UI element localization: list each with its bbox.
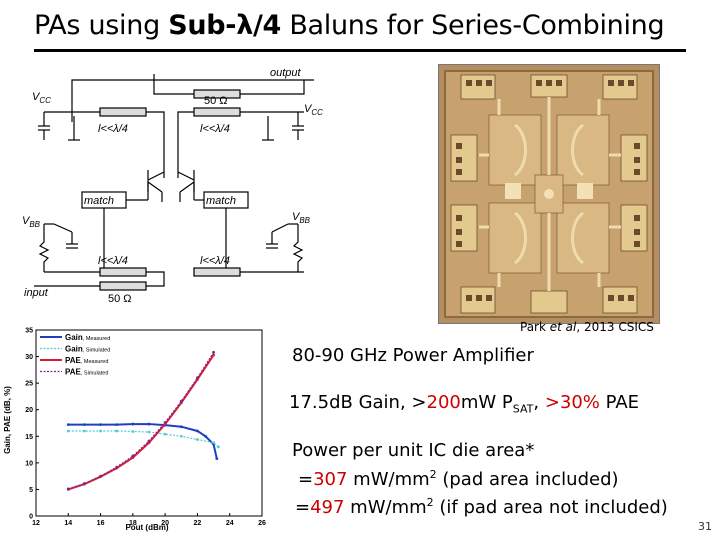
spec-line-gain: 17.5dB Gain, >200mW PSAT, >30% PAE <box>289 392 640 416</box>
y-tick-label: 35 <box>25 328 33 335</box>
chart-frame <box>35 329 263 517</box>
vbb-label-right: VBB <box>292 211 311 225</box>
balun-schematic: output VCC VCC 50 Ω l<<λ/4 l<<λ/4 match … <box>22 67 323 305</box>
series-point-0 <box>99 423 102 426</box>
tline-upper-left <box>99 107 147 117</box>
x-tick-label: 24 <box>226 520 234 527</box>
gain-pae-chart: 12 14 16 18 20 22 24 26 0 5 10 15 20 25 30 35 Gain, Mea… <box>3 328 266 533</box>
bias-resistor-right <box>292 232 304 272</box>
legend-label-3: PAE, Simulated <box>65 368 108 377</box>
series-point-3 <box>179 399 183 403</box>
legend-label-0: Gain, Measured <box>65 333 110 342</box>
vcc-label-right: VCC <box>304 103 323 117</box>
series-point-1 <box>212 441 215 445</box>
series-point-0 <box>147 422 151 426</box>
tline-lower-left <box>99 267 147 277</box>
title-underline <box>34 49 686 52</box>
series-point-1 <box>66 429 70 433</box>
x-tick-label: 14 <box>64 520 72 527</box>
y-tick-label: 15 <box>25 434 33 441</box>
series-point-3 <box>83 482 86 485</box>
x-tick-label: 12 <box>32 520 40 527</box>
series-point-0 <box>66 423 70 426</box>
match-label-right: match <box>206 195 236 207</box>
series-point-3 <box>115 465 119 469</box>
legend-label-1: Gain, Simulated <box>65 345 110 354</box>
chip-micrograph <box>438 64 660 324</box>
series-point-0 <box>196 429 199 433</box>
series-point-1 <box>83 429 86 433</box>
resistor-50-input <box>99 281 147 291</box>
tline-label-ul: l<<λ/4 <box>98 123 128 135</box>
spec-line-density-heading: Power per unit IC die area* <box>292 440 535 461</box>
bias-resistor-left <box>38 232 50 272</box>
series-point-1 <box>217 445 220 449</box>
x-tick-label: 26 <box>258 520 266 527</box>
page-number: 31 <box>698 520 712 533</box>
r50-output-label: 50 Ω <box>204 95 228 107</box>
input-label: input <box>24 287 49 299</box>
schematic-wire <box>71 74 155 122</box>
series-point-1 <box>147 430 151 434</box>
tline-label-ll: l<<λ/4 <box>98 255 128 267</box>
series-point-3 <box>99 474 102 478</box>
y-tick-label: 10 <box>25 460 33 467</box>
tline-label-lr: l<<λ/4 <box>200 255 230 267</box>
series-point-0 <box>204 434 207 438</box>
series-point-3 <box>147 439 151 443</box>
series-point-0 <box>83 423 86 426</box>
y-tick-label: 25 <box>25 381 33 388</box>
series-point-3 <box>163 421 167 424</box>
y-tick-label: 5 <box>29 487 33 494</box>
chart-xlabel: Pout (dBm) <box>125 523 168 532</box>
series-point-0 <box>215 457 219 461</box>
x-tick-label: 20 <box>161 520 169 527</box>
y-tick-label: 30 <box>25 354 33 361</box>
series-point-1 <box>115 429 119 433</box>
spec-line-density-pad: =307 mW/mm2 (pad area included) <box>298 468 619 490</box>
tline-label-ur: l<<λ/4 <box>200 123 230 135</box>
slide-title: PAs using Sub-λ/4 Baluns for Series-Comb… <box>34 10 665 41</box>
series-point-3 <box>196 376 199 380</box>
series-line-3 <box>68 351 215 490</box>
series-point-1 <box>131 430 135 433</box>
x-tick-label: 18 <box>129 520 137 527</box>
series-point-1 <box>179 434 183 438</box>
vcc-label-left: VCC <box>32 91 51 105</box>
legend-label-2: PAE, Measured <box>65 356 108 365</box>
r50-input-label: 50 Ω <box>108 293 132 305</box>
series-line-0 <box>68 423 218 459</box>
x-tick-label: 22 <box>194 520 202 527</box>
series-line-1 <box>68 430 219 448</box>
series-point-0 <box>115 423 119 426</box>
series-point-3 <box>131 454 135 458</box>
tline-upper-right <box>193 107 241 117</box>
vbb-label-left: VBB <box>22 215 41 229</box>
series-point-0 <box>179 425 183 429</box>
series-point-3 <box>212 350 215 354</box>
output-label: output <box>270 67 302 79</box>
series-point-3 <box>66 487 70 491</box>
match-label-left: match <box>84 195 114 207</box>
series-point-2 <box>212 353 215 357</box>
spec-line-density-nopad: =497 mW/mm2 (if pad area not included) <box>295 496 668 518</box>
series-point-1 <box>99 429 102 433</box>
tline-lower-right <box>193 267 241 277</box>
chip-caption: Park et al, 2013 CSICS <box>520 320 654 334</box>
y-tick-label: 20 <box>25 407 33 414</box>
x-tick-label: 16 <box>97 520 105 527</box>
spec-line-frequency: 80-90 GHz Power Amplifier <box>292 345 534 366</box>
series-point-0 <box>131 422 135 426</box>
series-point-1 <box>196 438 199 441</box>
y-tick-label: 0 <box>29 514 33 521</box>
chart-ylabel: Gain, PAE (dB, %) <box>3 386 12 454</box>
series-point-1 <box>163 432 167 436</box>
